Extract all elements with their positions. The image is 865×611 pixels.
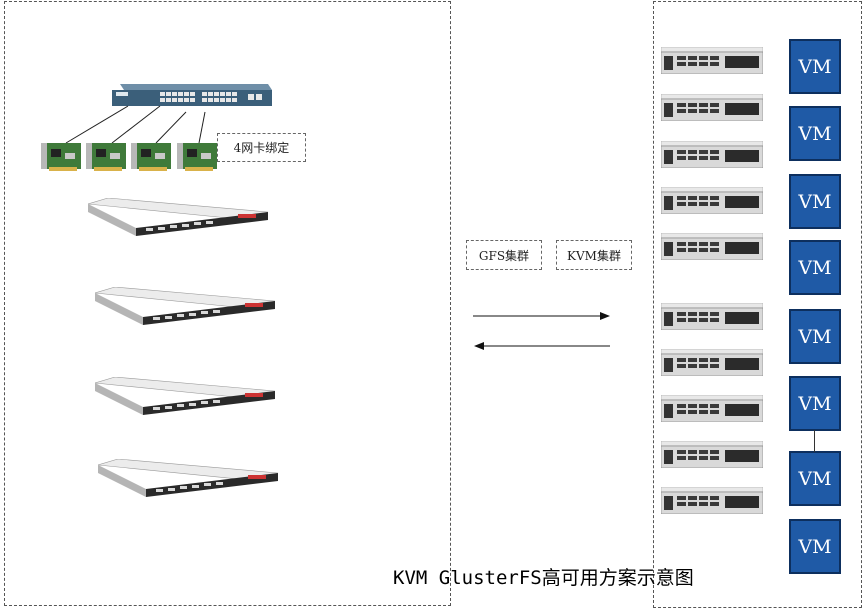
host-server-icon (661, 94, 763, 121)
vm-box: VM (789, 174, 841, 229)
host-server-icon (661, 303, 763, 330)
network-card-icon (131, 143, 171, 171)
network-card-icon (41, 143, 81, 171)
vm-box: VM (789, 39, 841, 94)
vm-box: VM (789, 309, 841, 364)
host-server-icon (661, 187, 763, 214)
vm-box: VM (789, 106, 841, 161)
host-server-icon (661, 441, 763, 468)
gfs-cluster-label: GFS集群 (466, 240, 542, 270)
diagram-title: KVM GlusterFS高可用方案示意图 (393, 567, 694, 589)
vm-connector-line (814, 430, 815, 452)
rack-server-icon (98, 459, 278, 497)
host-server-icon (661, 395, 763, 422)
host-server-icon (661, 47, 763, 74)
vm-box: VM (789, 240, 841, 295)
rack-server-icon (95, 287, 275, 325)
host-server-icon (661, 487, 763, 514)
host-server-icon (661, 141, 763, 168)
host-server-icon (661, 233, 763, 260)
arrow-right-head (600, 312, 610, 320)
host-server-icon (661, 349, 763, 376)
nic-bond-label: 4网卡绑定 (217, 133, 306, 162)
vm-box: VM (789, 451, 841, 506)
vm-box: VM (789, 519, 841, 574)
rack-server-icon (95, 377, 275, 415)
bidirectional-arrows (473, 312, 610, 350)
rack-server-icon (88, 198, 268, 236)
arrow-left-head (474, 342, 484, 350)
kvm-cluster-label: KVM集群 (556, 240, 632, 270)
network-card-icon (86, 143, 126, 171)
vm-box: VM (789, 376, 841, 431)
network-switch-icon (112, 84, 272, 106)
network-card-icon (177, 143, 217, 171)
